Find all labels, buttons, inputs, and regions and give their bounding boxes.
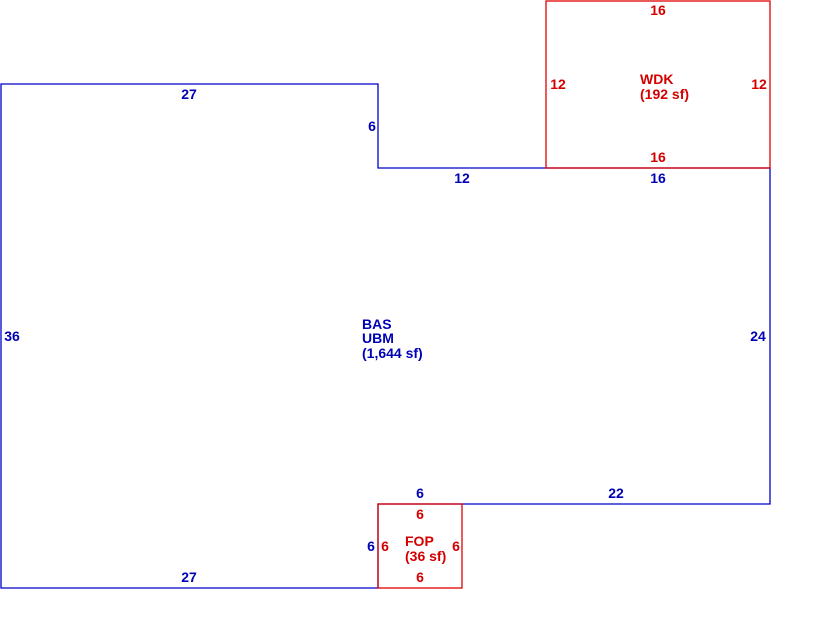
dim-main-top-left: 27 — [181, 86, 197, 102]
dim-deck-left: 12 — [550, 76, 566, 92]
dim-main-bottom-left: 27 — [181, 569, 197, 585]
dim-deck-top: 16 — [650, 2, 666, 18]
dim-main-notch-top: 6 — [416, 485, 424, 501]
dim-main-step-top: 12 — [454, 170, 470, 186]
dim-main-left: 36 — [4, 328, 20, 344]
porch-code: FOP — [405, 533, 434, 549]
dim-main-bottom-right: 22 — [608, 485, 624, 501]
dim-deck-right: 12 — [751, 76, 767, 92]
main-area-size: (1,644 sf) — [362, 345, 423, 361]
porch-size: (36 sf) — [405, 548, 446, 564]
dim-main-notch-side: 6 — [367, 538, 375, 554]
dim-porch-right: 6 — [452, 538, 460, 554]
main-area-code: BAS — [362, 316, 392, 332]
dim-main-step-vertical: 6 — [368, 118, 376, 134]
deck-outline — [545, 0, 771, 169]
porch-outline — [377, 503, 463, 589]
deck-code: WDK — [640, 71, 673, 87]
dim-main-right: 24 — [750, 328, 766, 344]
dim-deck-bottom: 16 — [650, 149, 666, 165]
deck-size: (192 sf) — [640, 86, 689, 102]
main-area-subcode: UBM — [362, 330, 394, 346]
dim-main-top-right: 16 — [650, 170, 666, 186]
dim-porch-left: 6 — [381, 538, 389, 554]
dim-porch-top: 6 — [416, 506, 424, 522]
main-area-outline — [0, 83, 771, 589]
dim-porch-bottom: 6 — [416, 569, 424, 585]
